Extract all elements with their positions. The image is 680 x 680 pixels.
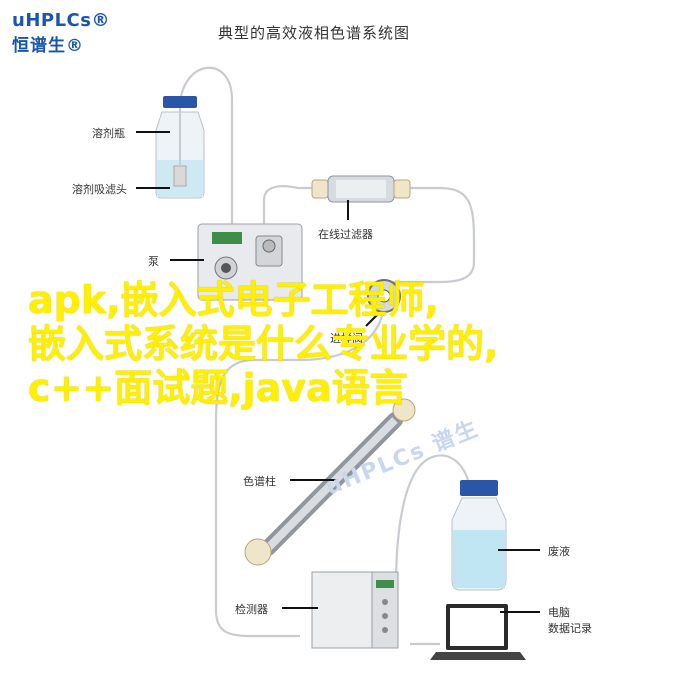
solvent-bottle-graphic xyxy=(155,96,205,199)
inline-filter-graphic xyxy=(311,175,411,203)
waste-bottle-graphic xyxy=(451,480,507,591)
label-waste: 废液 xyxy=(548,545,570,558)
label-injection-valve: 进样阀 xyxy=(330,332,363,345)
overlay-caption: apk,嵌入式电子工程师, 嵌入式系统是什么专业学的, c++面试题,java语… xyxy=(28,278,499,410)
brand-logo-bottom: 恒谱生® xyxy=(12,36,84,56)
label-pointers xyxy=(136,131,540,613)
injection-valve-graphic xyxy=(367,279,401,313)
label-solvent-filter: 溶剂吸滤头 xyxy=(72,183,127,196)
label-column: 色谱柱 xyxy=(243,475,276,488)
brand-logo-top: uHPLCs® xyxy=(12,10,110,31)
detector-graphic xyxy=(311,571,399,649)
label-detector: 检测器 xyxy=(235,603,268,616)
brand-logo: uHPLCs® 恒谱生® xyxy=(12,10,110,56)
label-data-record: 数据记录 xyxy=(548,622,592,635)
computer-graphic xyxy=(430,604,526,660)
label-solvent-bottle: 溶剂瓶 xyxy=(92,127,125,140)
pump-graphic xyxy=(197,223,303,301)
label-computer: 电脑 xyxy=(548,606,570,619)
label-pump: 泵 xyxy=(148,255,159,268)
label-inline-filter: 在线过滤器 xyxy=(318,228,373,241)
tubing xyxy=(178,66,476,646)
column-graphic xyxy=(244,398,416,566)
diagram-title: 典型的高效液相色谱系统图 xyxy=(218,24,411,42)
